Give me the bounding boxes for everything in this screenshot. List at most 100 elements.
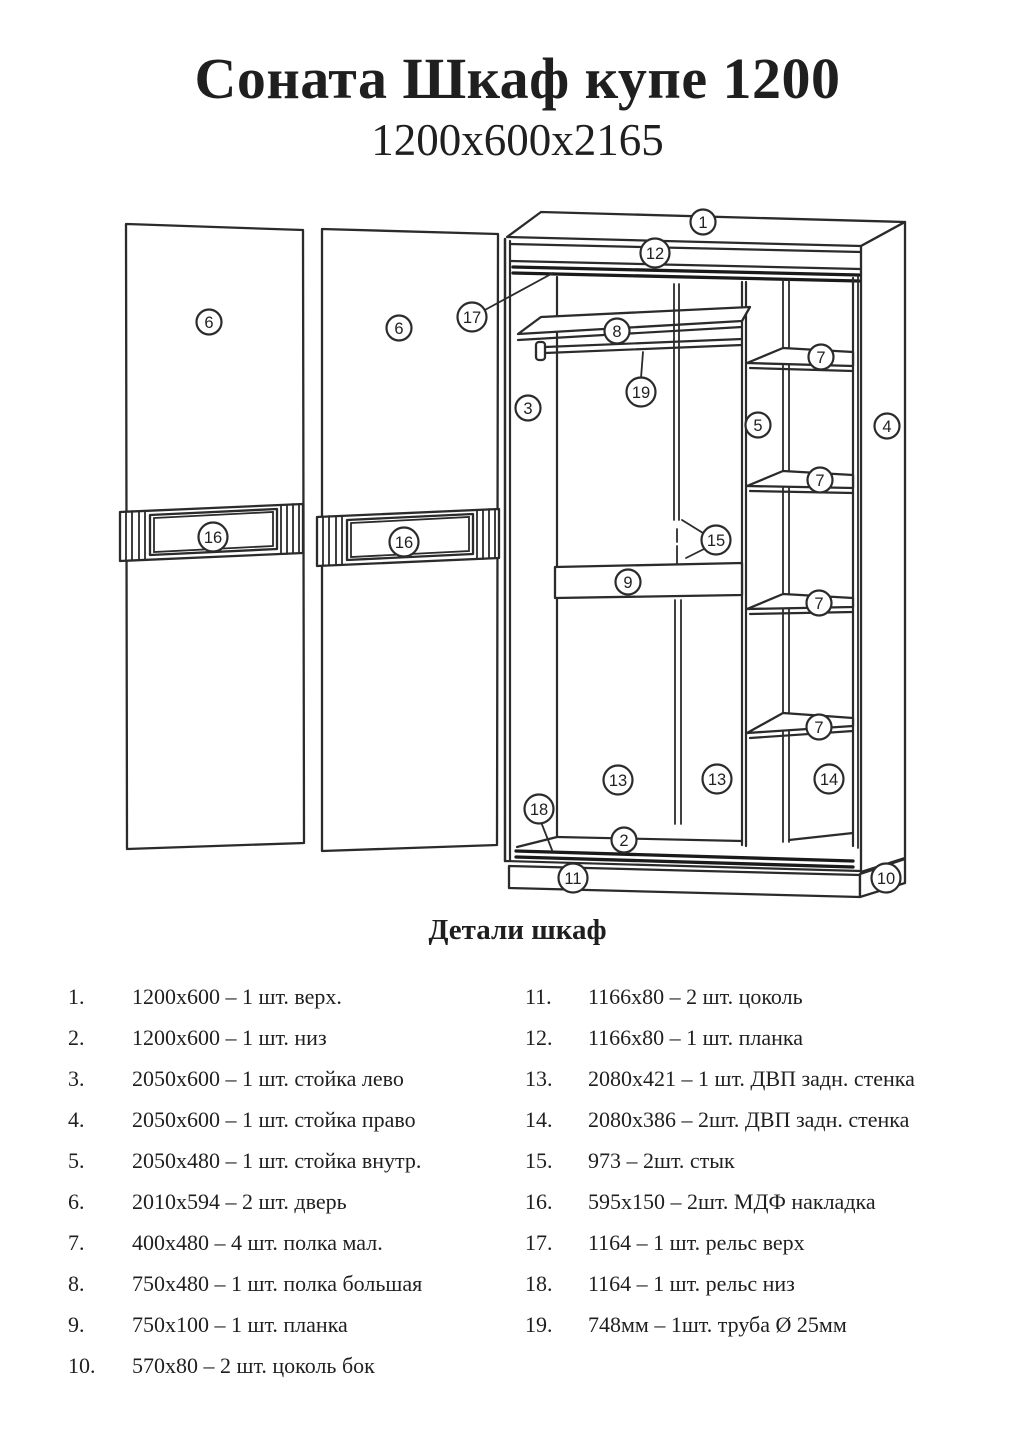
part-text: 2080x421 – 1 шт. ДВП задн. стенка bbox=[588, 1066, 915, 1091]
page-subtitle: 1200x600x2165 bbox=[371, 115, 664, 165]
svg-text:7: 7 bbox=[814, 595, 823, 613]
part-row: 11. 1166x80 – 2 шт. цоколь bbox=[525, 984, 985, 1025]
part-number: 15. bbox=[525, 1148, 553, 1173]
part-number: 14. bbox=[525, 1107, 553, 1132]
part-text: 748мм – 1шт. труба Ø 25мм bbox=[588, 1312, 847, 1337]
small-shelf-1 bbox=[745, 346, 855, 373]
part-row: 18. 1164 – 1 шт. рельс низ bbox=[525, 1271, 985, 1312]
part-text: 400x480 – 4 шт. полка мал. bbox=[132, 1230, 383, 1255]
pointer-17 bbox=[482, 272, 554, 312]
small-shelf-3 bbox=[745, 592, 855, 616]
svg-text:5: 5 bbox=[753, 417, 762, 435]
svg-text:6: 6 bbox=[394, 320, 403, 338]
part-number: 7. bbox=[68, 1230, 85, 1255]
callouts: 1 12 17 8 19 3 5 4 7 7 7 7 15 9 13 13 14… bbox=[195, 208, 902, 894]
doors bbox=[118, 222, 501, 853]
small-shelf-2 bbox=[745, 469, 855, 495]
svg-text:1: 1 bbox=[698, 214, 707, 232]
callout-19: 19 bbox=[625, 376, 657, 408]
callout-12: 12 bbox=[639, 237, 671, 269]
part-number: 9. bbox=[68, 1312, 85, 1337]
part-number: 16. bbox=[525, 1189, 553, 1214]
svg-text:4: 4 bbox=[882, 418, 891, 436]
part-row: 6.2010x594 – 2 шт. дверь bbox=[68, 1189, 508, 1230]
part-text: 750x100 – 1 шт. планка bbox=[132, 1312, 348, 1337]
part-text: 1200x600 – 1 шт. низ bbox=[132, 1025, 327, 1050]
svg-text:16: 16 bbox=[204, 529, 222, 547]
svg-text:7: 7 bbox=[814, 719, 823, 737]
right-side-panel bbox=[859, 220, 907, 874]
bottom-panel bbox=[515, 831, 855, 849]
middle-plank bbox=[553, 561, 744, 600]
callout-3: 3 bbox=[514, 394, 542, 422]
part-row: 17.1164 – 1 шт. рельс верх bbox=[525, 1230, 985, 1271]
part-row: 8.750x480 – 1 шт. полка большая bbox=[68, 1271, 508, 1312]
part-text: 2050x600 – 1 шт. стойка лево bbox=[132, 1066, 404, 1091]
part-number: 1. bbox=[68, 984, 85, 1009]
callout-6b: 6 bbox=[385, 314, 413, 342]
part-row: 3. 2050x600 – 1 шт. стойка лево bbox=[68, 1066, 508, 1107]
callout-14: 14 bbox=[813, 763, 845, 795]
svg-text:8: 8 bbox=[612, 323, 621, 341]
parts-list-right: 11. 1166x80 – 2 шт. цоколь 12.1166x80 – 1… bbox=[525, 984, 985, 1353]
part-text: 1200x600 – 1 шт. верх. bbox=[132, 984, 342, 1009]
part-number: 3. bbox=[68, 1066, 85, 1091]
svg-text:7: 7 bbox=[815, 472, 824, 490]
part-row: 4. 2050x600 – 1 шт. стойка право bbox=[68, 1107, 508, 1148]
svg-text:19: 19 bbox=[632, 384, 650, 402]
callout-16b: 16 bbox=[388, 526, 420, 558]
part-text: 2010x594 – 2 шт. дверь bbox=[132, 1189, 347, 1214]
part-row: 7. 400x480 – 4 шт. полка мал. bbox=[68, 1230, 508, 1271]
pointer-18 bbox=[540, 821, 553, 851]
svg-text:16: 16 bbox=[395, 534, 413, 552]
part-row: 16. 595x150 – 2шт. МДФ накладка bbox=[525, 1189, 985, 1230]
callout-13b: 13 bbox=[701, 763, 733, 795]
pointer-15a bbox=[681, 519, 704, 534]
back-panel-seam-lower bbox=[674, 599, 682, 825]
part-text: 750x480 – 1 шт. полка большая bbox=[132, 1271, 423, 1296]
part-number: 10. bbox=[68, 1353, 96, 1378]
callout-6a: 6 bbox=[195, 308, 223, 336]
small-shelf-4 bbox=[745, 711, 855, 740]
part-row: 12.1166x80 – 1 шт. планка bbox=[525, 1025, 985, 1066]
callout-7c: 7 bbox=[805, 589, 833, 617]
part-number: 11. bbox=[525, 984, 552, 1009]
callout-5: 5 bbox=[744, 411, 772, 439]
callout-18: 18 bbox=[523, 793, 555, 825]
part-text: 1166x80 – 2 шт. цоколь bbox=[588, 984, 803, 1009]
part-number: 18. bbox=[525, 1271, 553, 1296]
back-panel-seam-upper bbox=[673, 283, 680, 565]
callout-11: 11 bbox=[557, 862, 589, 894]
part-number: 17. bbox=[525, 1230, 553, 1255]
page-title: Соната Шкаф купе 1200 bbox=[194, 46, 841, 111]
part-text: 595x150 – 2шт. МДФ накладка bbox=[588, 1189, 876, 1214]
svg-text:13: 13 bbox=[708, 771, 726, 789]
callout-17: 17 bbox=[456, 301, 488, 333]
svg-text:15: 15 bbox=[707, 532, 725, 550]
callout-8: 8 bbox=[603, 317, 631, 345]
wardrobe-carcass bbox=[482, 210, 907, 899]
pointer-15b bbox=[685, 548, 705, 559]
big-shelf bbox=[516, 305, 752, 342]
part-text: 2080x386 – 2шт. ДВП задн. стенка bbox=[588, 1107, 910, 1132]
callout-1: 1 bbox=[689, 208, 717, 236]
part-text: 2050x600 – 1 шт. стойка право bbox=[132, 1107, 416, 1132]
top-plank bbox=[509, 259, 862, 271]
pointer-19 bbox=[640, 351, 644, 379]
callout-2: 2 bbox=[610, 826, 638, 854]
part-number: 19. bbox=[525, 1312, 553, 1337]
hanging-tube bbox=[534, 337, 744, 362]
svg-text:17: 17 bbox=[463, 309, 481, 327]
part-number: 4. bbox=[68, 1107, 85, 1132]
callout-16a: 16 bbox=[197, 521, 229, 553]
svg-text:14: 14 bbox=[820, 771, 838, 789]
part-row: 15. 973 – 2шт. стык bbox=[525, 1148, 985, 1189]
part-row: 9. 750x100 – 1 шт. планка bbox=[68, 1312, 508, 1353]
part-text: 973 – 2шт. стык bbox=[588, 1148, 735, 1173]
callout-9: 9 bbox=[614, 568, 642, 596]
part-text: 570x80 – 2 шт. цоколь бок bbox=[132, 1353, 375, 1378]
callout-7a: 7 bbox=[807, 343, 835, 371]
callout-4: 4 bbox=[873, 412, 901, 440]
part-text: 1164 – 1 шт. рельс низ bbox=[588, 1271, 795, 1296]
